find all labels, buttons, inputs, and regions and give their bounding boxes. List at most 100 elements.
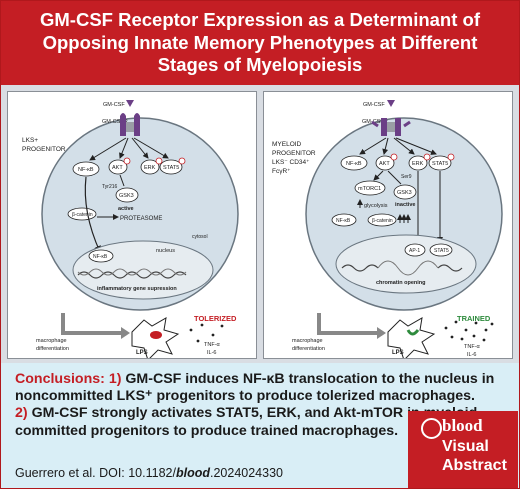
gm-csf-label: GM-CSF [103, 102, 125, 108]
nfkb-translocation-arrow [84, 176, 101, 254]
akt-mtorc1-arrow [373, 170, 384, 181]
nfkb-cytosol-node: NF-κB [331, 213, 357, 227]
phenotype-label: TRAINED [457, 314, 491, 323]
cell-type-label-3: LKS⁻ CD34⁺ [272, 159, 310, 166]
cytokine-1: TNF-α [204, 342, 221, 348]
differentiation-label-2: differentiation [36, 346, 69, 352]
panels-area: GM-CSF GM-CSFR LKS+ PROGENITOR [1, 85, 519, 363]
akt-gsk3-inhibition [119, 174, 125, 187]
cytokine-1: TNF-α [464, 344, 481, 350]
phospho-icons [123, 157, 186, 165]
conclusions-label: Conclusions: [15, 371, 105, 387]
citation-suffix: .2024024330 [209, 466, 283, 480]
svg-text:AKT: AKT [112, 165, 123, 171]
svg-text:β-catenin: β-catenin [72, 212, 93, 218]
proteasome-label: PROTEASOME [120, 216, 162, 222]
svg-text:STAT5: STAT5 [163, 165, 179, 171]
svg-text:GSK3: GSK3 [119, 193, 134, 199]
gm-csfr-label: GM-CSFR [102, 119, 128, 125]
svg-text:GSK3: GSK3 [397, 190, 412, 196]
badge-line-1: Visual [442, 438, 489, 455]
chromatin-label: inflammatory gene supression [97, 286, 177, 292]
cytokine-2: IL-6 [467, 352, 476, 358]
conclusion-point-2: GM-CSF strongly activates STAT5, ERK, an… [15, 405, 482, 439]
gsk3-node: GSK3 [115, 187, 139, 203]
ap1-node: AP-1 [404, 243, 426, 257]
akt-gsk3-inhibition [387, 170, 402, 185]
svg-text:STAT5: STAT5 [432, 161, 448, 167]
lps-label: LPS [136, 350, 148, 356]
abstract-title: GM-CSF Receptor Expression as a Determin… [40, 9, 480, 75]
open-chromatin [377, 260, 439, 276]
svg-text:STAT5: STAT5 [434, 248, 449, 254]
receptor-arrows [89, 137, 169, 161]
cell-type-label-2: PROGENITOR [272, 150, 316, 157]
differentiation-arrowhead [121, 327, 130, 339]
citation-prefix: Guerrero et al. DOI: 10.1182/ [15, 466, 176, 480]
badge-brand: blood [442, 416, 483, 435]
receptor-icon [371, 118, 411, 136]
cytokine-dots [444, 320, 494, 342]
svg-text:ERK: ERK [144, 165, 156, 171]
differentiation-arrow [61, 313, 121, 335]
point1-number: 1) [108, 371, 122, 387]
phospho-site-label: Ser9 [401, 174, 412, 180]
beta-catenin-up-arrows [397, 214, 411, 223]
svg-text:β-catenin: β-catenin [372, 218, 393, 224]
differentiation-label-2: differentiation [292, 346, 325, 352]
gm-csf-label: GM-CSF [363, 102, 385, 108]
akt-node: AKT [108, 159, 128, 175]
lks-progenitor-panel: GM-CSF GM-CSFR LKS+ PROGENITOR [7, 91, 257, 359]
macrophage-icon [387, 317, 436, 358]
svg-text:ERK: ERK [412, 161, 424, 167]
glycolysis-label: glycolysis [364, 203, 388, 209]
lks-diagram: GM-CSF GM-CSFR LKS+ PROGENITOR [22, 100, 239, 358]
svg-text:NF-κB: NF-κB [346, 161, 362, 167]
svg-text:AKT: AKT [379, 161, 390, 167]
conclusions-text: Conclusions: 1) GM-CSF induces NF-κB tra… [15, 371, 515, 440]
stat5-node: STAT5 [428, 155, 452, 171]
gm-csf-ligand-icon [387, 100, 395, 107]
conclusion-point-1: GM-CSF induces NF-κB translocation to th… [15, 371, 495, 405]
chromatin-strand [77, 271, 187, 279]
chromatin-label: chromatin opening [376, 280, 426, 286]
receptor-icon [120, 113, 140, 136]
cell-type-label-4: FcγR⁺ [272, 168, 291, 175]
erk-node: ERK [408, 155, 428, 171]
nucleus-label: nucleus [156, 248, 175, 254]
akt-node: AKT [375, 155, 395, 171]
nfkb-node: NF-κB [72, 161, 100, 177]
differentiation-label-1: macrophage [36, 338, 67, 344]
cytosol-label: cytosol [192, 234, 208, 240]
cell-type-label-1: LKS+ [22, 137, 38, 144]
phenotype-label: TOLERIZED [194, 314, 237, 323]
nuclear-nfkb-node: NF-κB [88, 249, 114, 263]
nuclear-stat5-node: STAT5 [429, 243, 453, 257]
chromatin-strand [341, 264, 463, 272]
gm-csfr-label: GM-CSFR [362, 119, 388, 125]
gsk3-state-label: active [118, 206, 134, 212]
nfkb-node: NF-κB [340, 155, 368, 171]
cell-type-label-2: PROGENITOR [22, 146, 66, 153]
macrophage-nucleus [406, 329, 420, 336]
cell-type-label-1: MYELOID [272, 141, 302, 148]
phospho-site-label: Tyr216 [102, 184, 118, 190]
chromatin-strand-2 [77, 268, 187, 276]
point2-number: 2) [15, 405, 28, 422]
cytokine-dots [189, 323, 224, 343]
erk-node: ERK [140, 159, 160, 175]
badge-line-2: Abstract [442, 457, 507, 474]
differentiation-arrowhead [377, 327, 386, 339]
mtorc1-node: mTORC1 [354, 180, 386, 196]
macrophage-nucleus [150, 331, 162, 339]
myeloid-diagram: GM-CSF GM-CSFR MYELOID PROGENITOR LKS⁻ C… [272, 100, 503, 358]
blood-visual-abstract-badge: blood Visual Abstract [408, 411, 518, 488]
citation: Guerrero et al. DOI: 10.1182/blood.20240… [15, 466, 283, 480]
gsk3-node: GSK3 [393, 184, 417, 200]
beta-catenin-node: β-catenin [367, 213, 397, 227]
stat5-node: STAT5 [159, 159, 183, 175]
differentiation-arrow [317, 313, 377, 335]
svg-text:AP-1: AP-1 [409, 248, 420, 254]
myeloid-progenitor-panel: GM-CSF GM-CSFR MYELOID PROGENITOR LKS⁻ C… [263, 91, 513, 359]
